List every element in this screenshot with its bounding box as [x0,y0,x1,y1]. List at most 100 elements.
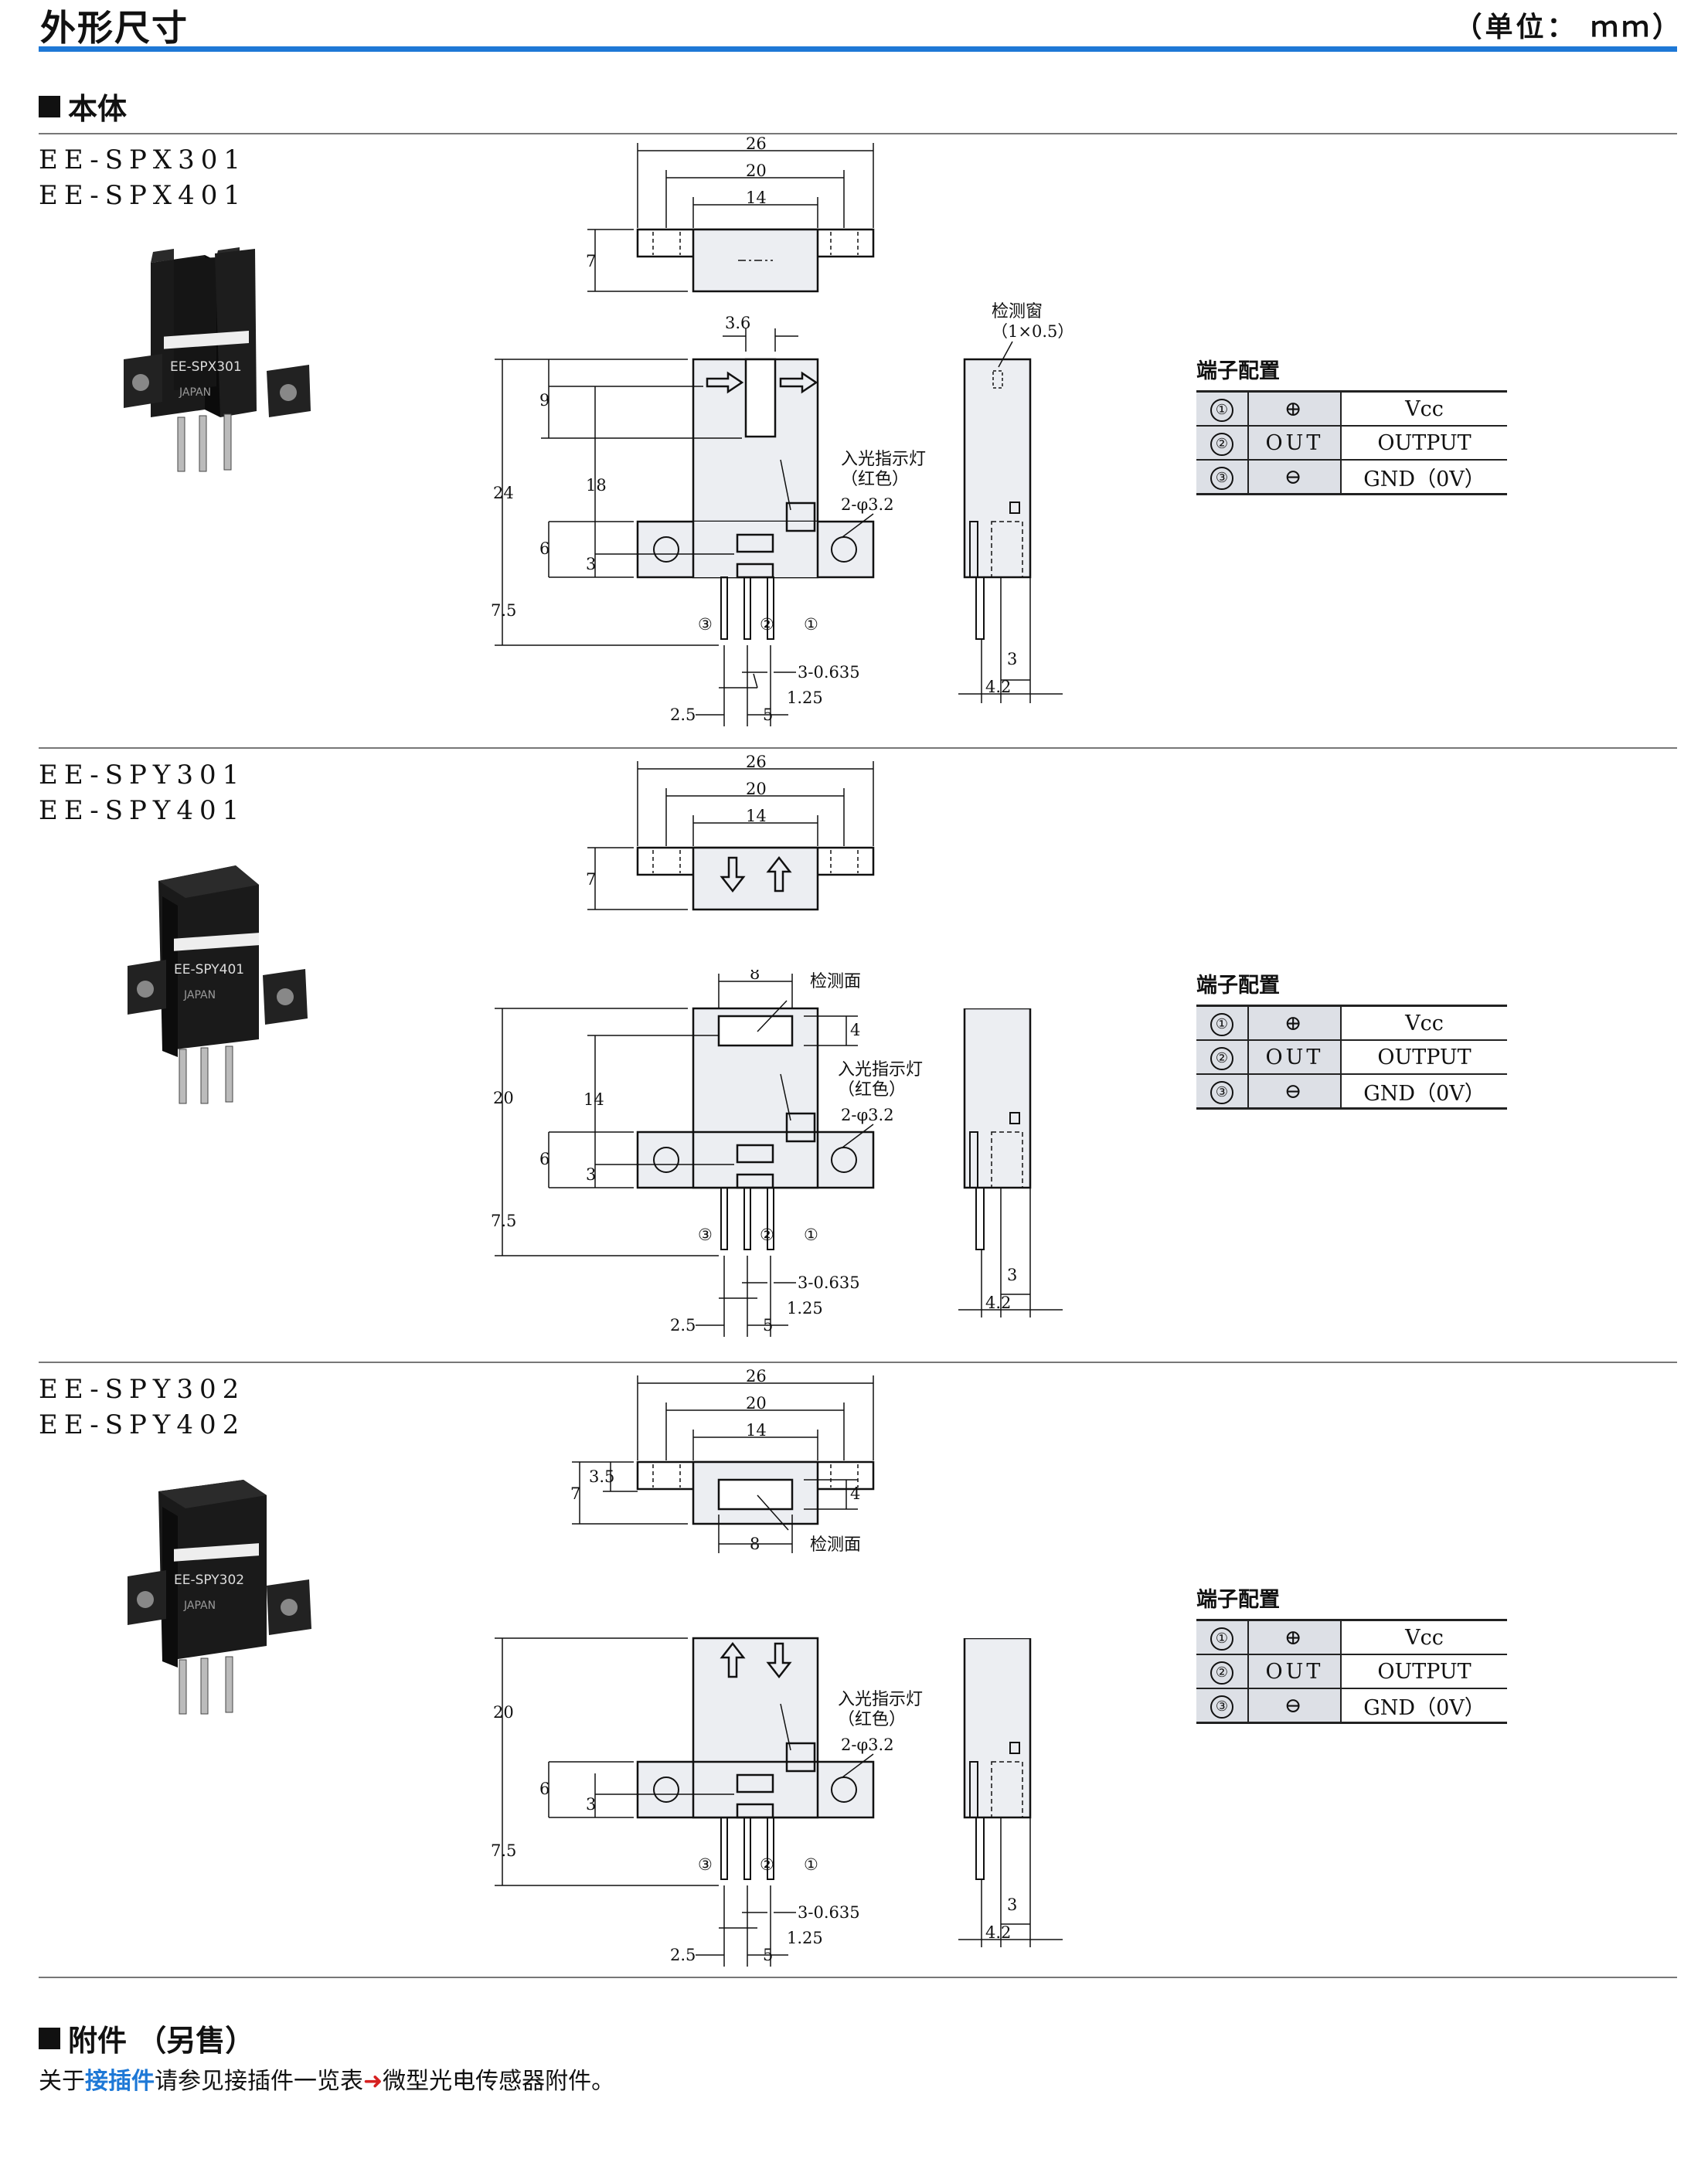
svg-text:③: ③ [698,615,713,634]
svg-text:2.5: 2.5 [670,1316,696,1334]
divider [39,747,1677,749]
svg-text:JAPAN: JAPAN [183,1600,216,1612]
terminal-title-2: 端子配置 [1196,974,1280,998]
svg-text:24: 24 [493,484,514,502]
svg-text:EE-SPY401: EE-SPY401 [174,962,244,978]
table-row: ①⊕Vcc [1196,1619,1507,1655]
svg-text:2-φ3.2: 2-φ3.2 [841,1736,894,1754]
svg-text:4.2: 4.2 [985,678,1011,696]
connector-link[interactable]: 接插件 [85,2068,155,2095]
table-row: ③⊖GND（0V） [1196,1074,1507,1110]
table-row: ③⊖GND（0V） [1196,1688,1507,1724]
front-view-drawing-2: 8 检测面 4 20 14 6 3 7.5 2.5 5 3-0.635 1.25… [464,964,1082,1356]
svg-text:3-0.635: 3-0.635 [798,663,860,682]
svg-text:9: 9 [539,391,549,410]
arrow-right-icon: ➜ [363,2068,383,2095]
svg-text:14: 14 [584,1090,604,1109]
svg-text:3: 3 [586,555,596,573]
svg-text:入光指示灯: 入光指示灯 [838,1690,923,1709]
svg-text:JAPAN: JAPAN [179,386,211,399]
square-bullet-icon [39,2027,60,2049]
svg-text:4.2: 4.2 [985,1923,1011,1942]
table-row: ③⊖GND（0V） [1196,460,1507,495]
svg-text:1.25: 1.25 [787,688,823,707]
square-bullet-icon [39,95,60,117]
model-names-3: EE-SPY302 EE-SPY402 [39,1374,246,1440]
svg-text:检测面: 检测面 [810,1535,861,1555]
svg-text:2.5: 2.5 [670,706,696,724]
svg-text:②: ② [760,1855,774,1874]
svg-text:7.5: 7.5 [491,1212,516,1230]
svg-text:JAPAN: JAPAN [183,989,216,1001]
table-row: ①⊕Vcc [1196,1005,1507,1041]
front-view-drawing-3: 20 6 3 7.5 2.5 5 3-0.635 1.25 2-φ3.2 入光指… [464,1623,1082,1986]
top-view-drawing-2: 26 20 14 7 [464,753,1082,920]
svg-text:14: 14 [746,189,767,207]
svg-text:3: 3 [586,1165,596,1184]
svg-text:③: ③ [698,1855,713,1874]
svg-text:7.5: 7.5 [491,1841,516,1860]
svg-text:20: 20 [746,162,767,180]
side-view-drawing-2: 3 4.2 [954,1007,1090,1333]
svg-text:（红色）: （红色） [838,1080,906,1100]
divider [39,1977,1677,1978]
svg-text:①: ① [804,1855,818,1874]
unit-label: （单位： ｍｍ） [1454,12,1683,43]
svg-text:6: 6 [539,1150,549,1168]
svg-text:26: 26 [746,1368,767,1386]
section-accessories-heading: 附件 （另售） [39,2017,254,2059]
svg-text:3.6: 3.6 [725,314,750,332]
terminal-title-3: 端子配置 [1196,1588,1280,1612]
svg-text:（红色）: （红色） [838,1710,906,1729]
accessories-note: 关于接插件请参见接插件一览表➜微型光电传感器附件。 [39,2068,615,2095]
svg-text:5: 5 [763,706,773,724]
svg-text:7.5: 7.5 [491,601,516,620]
svg-text:1.25: 1.25 [787,1929,823,1947]
svg-text:3: 3 [1007,1896,1017,1914]
model-names-1: EE-SPX301 EE-SPX401 [39,144,247,211]
svg-text:②: ② [760,1226,774,1244]
svg-text:（红色）: （红色） [841,470,909,489]
svg-text:20: 20 [746,1394,767,1413]
svg-text:（1×0.5）: （1×0.5） [992,322,1073,341]
svg-text:检测窗: 检测窗 [992,302,1043,321]
svg-text:4: 4 [850,1484,860,1503]
top-view-drawing-1: 26 20 14 7 [464,134,1082,301]
svg-text:2-φ3.2: 2-φ3.2 [841,1106,894,1124]
svg-text:EE-SPY302: EE-SPY302 [174,1572,244,1588]
svg-text:检测面: 检测面 [810,972,861,991]
svg-text:26: 26 [746,753,767,771]
svg-text:8: 8 [750,970,760,983]
svg-text:18: 18 [586,476,607,495]
svg-text:2-φ3.2: 2-φ3.2 [841,495,894,514]
svg-text:7: 7 [586,870,596,889]
svg-text:26: 26 [746,135,767,153]
svg-text:3: 3 [586,1795,596,1814]
section-body-heading: 本体 [39,85,127,128]
product-photo-1: EE-SPX301 JAPAN [116,232,332,495]
svg-text:3.5: 3.5 [589,1467,614,1486]
svg-text:3-0.635: 3-0.635 [798,1903,860,1922]
svg-text:14: 14 [746,807,767,825]
side-view-drawing-1: 检测窗 （1×0.5） 3 4.2 [954,294,1090,711]
model-names-2: EE-SPY301 EE-SPY401 [39,760,246,826]
svg-text:②: ② [760,615,774,634]
header-rule [39,46,1677,52]
side-view-drawing-3: 3 4.2 [954,1637,1090,1963]
svg-text:①: ① [804,615,818,634]
svg-text:6: 6 [539,539,549,558]
svg-text:7: 7 [570,1484,580,1503]
svg-text:①: ① [804,1226,818,1244]
product-photo-3: EE-SPY302 JAPAN [116,1460,332,1723]
divider [39,133,1677,134]
svg-text:5: 5 [763,1316,773,1334]
svg-text:3: 3 [1007,1266,1017,1284]
top-view-drawing-3: 26 20 14 7 3.5 4 8 检测面 [464,1367,1082,1576]
page-title: 外形尺寸 [40,7,189,49]
svg-text:EE-SPX301: EE-SPX301 [170,359,242,375]
